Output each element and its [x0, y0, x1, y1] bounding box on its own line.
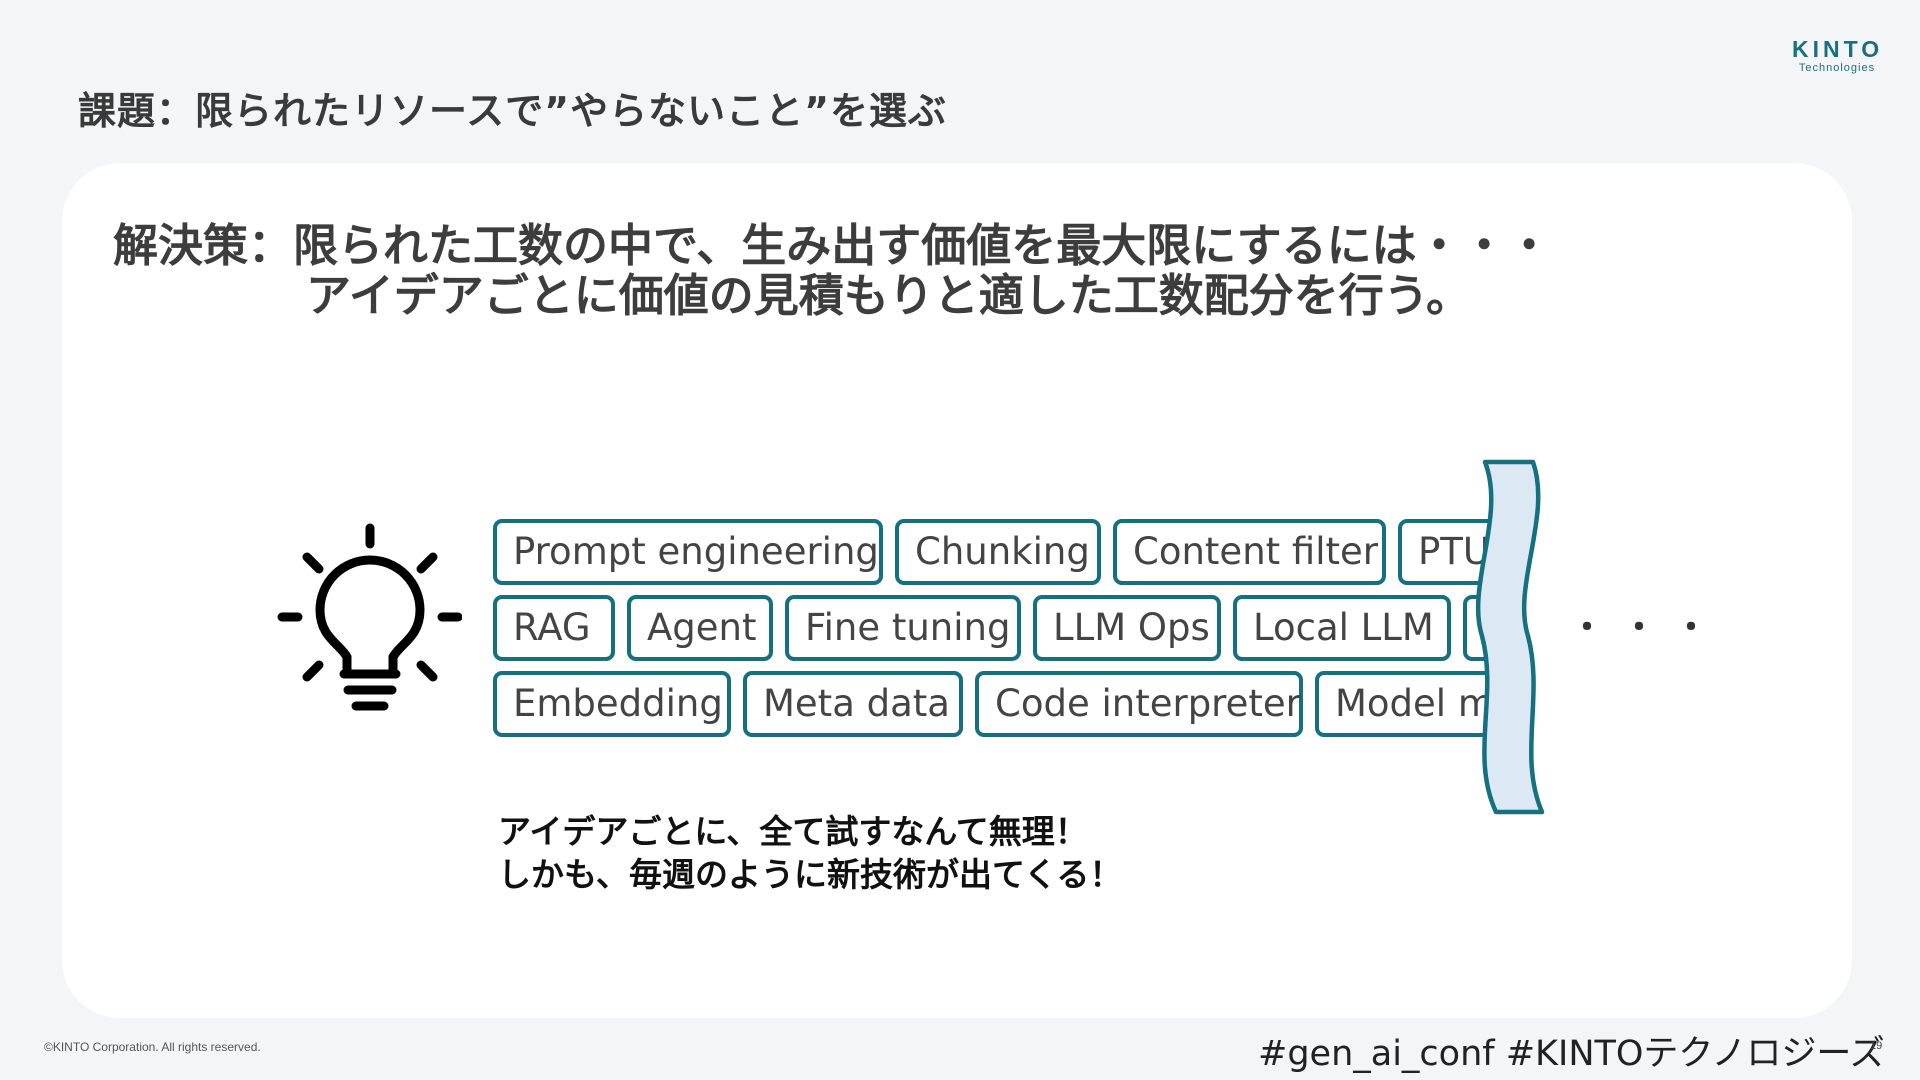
note-line-2: しかも、毎週のように新技術が出てくる！: [498, 855, 1123, 894]
tag-meta-data: Meta data: [743, 671, 963, 737]
tag-embedding: Embedding: [493, 671, 731, 737]
lightbulb-icon: [277, 523, 462, 711]
tag-row-3: Embedding Meta data Code interpreter Mod…: [493, 671, 1493, 737]
technology-tag-cloud: Prompt engineering Chunking Content filt…: [493, 519, 1493, 739]
logo-subtitle: Technologies: [1798, 62, 1876, 74]
content-panel: [62, 163, 1852, 1018]
tag-model-me: Model me: [1315, 671, 1493, 737]
tag-llm-ops: LLM Ops: [1033, 595, 1221, 661]
tag-chunking: Chunking: [895, 519, 1101, 585]
more-ellipsis: ・・・: [1570, 608, 1726, 648]
tag-prompt-engineering: Prompt engineering: [493, 519, 883, 585]
tag-row-1: Prompt engineering Chunking Content filt…: [493, 519, 1493, 585]
headline-line-2: アイデアごとに価値の見積もりと適した工数配分を行う。: [306, 269, 1472, 322]
page-number: 19: [1870, 1040, 1883, 1052]
note-line-1: アイデアごとに、全て試すなんて無理！: [498, 812, 1088, 851]
copyright: ©KINTO Corporation. All rights reserved.: [44, 1040, 261, 1054]
note-text: アイデアごとに、全て試すなんて無理！ しかも、毎週のように新技術が出てくる！: [498, 810, 1122, 896]
tag-fine-tuning: Fine tuning: [785, 595, 1021, 661]
tag-content-filter: Content filter: [1113, 519, 1386, 585]
kinto-logo: KINTO Technologies: [1792, 36, 1882, 75]
tag-row-2: RAG Agent Fine tuning LLM Ops Local LLM …: [493, 595, 1493, 661]
wavy-cut-icon: [1475, 459, 1545, 815]
tag-rag: RAG: [493, 595, 615, 661]
tag-local-llm: Local LLM: [1233, 595, 1451, 661]
tag-ptu: PTU: [1398, 519, 1493, 585]
tag-code-interpreter: Code interpreter: [975, 671, 1303, 737]
hashtags: #gen_ai_conf #KINTOテクノロジーズ: [1258, 1034, 1885, 1074]
headline-line-1: 解決策：限られた工数の中で、生み出す価値を最大限にするには・・・: [113, 219, 1552, 272]
tag-agent: Agent: [627, 595, 773, 661]
logo-wordmark: KINTO: [1792, 36, 1884, 62]
slide-title: 課題：限られたリソースで”やらないこと”を選ぶ: [78, 89, 948, 133]
